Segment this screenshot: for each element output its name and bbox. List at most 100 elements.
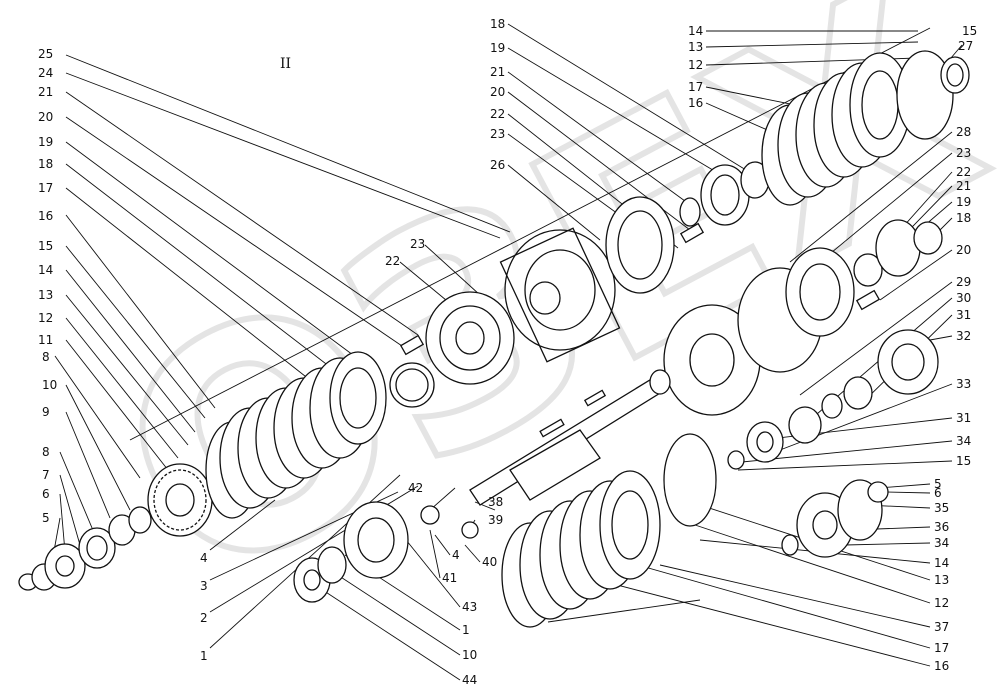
callout-label: 41 [442,571,457,585]
callout-label: 17 [688,80,703,94]
callout-label: 6 [934,486,942,500]
callout-label: 17 [934,641,949,655]
callout-label: 13 [688,40,703,54]
callout-label: 6 [42,487,50,501]
callout-label: 23 [490,127,505,141]
callout-label: 44 [462,673,477,687]
callout-label: 1 [462,623,470,637]
left-clutch-pack [205,291,515,519]
gear-43 [343,501,409,579]
callout-label: 39 [488,513,503,527]
piston-upper [605,196,675,294]
callout-label: 16 [688,96,703,110]
ring-27 [940,56,970,94]
callout-label: 14 [688,24,703,38]
callout-label: 32 [956,329,971,343]
callout-label: 3 [200,579,208,593]
callout-label: 13 [934,573,949,587]
callout-label: 22 [956,165,971,179]
callout-label: 7 [42,468,50,482]
callout-label: 20 [956,243,971,257]
callout-label: 19 [38,135,53,149]
callout-label: 40 [482,555,497,569]
callout-label: 20 [38,110,53,124]
callout-label: 16 [38,209,53,223]
callout-label: 18 [38,157,53,171]
callout-label: 12 [934,596,949,610]
callout-label: 21 [956,179,971,193]
lower-clutch-pack [501,433,717,628]
callout-label: 14 [38,263,53,277]
ring [128,506,152,534]
callout-label: 15 [962,24,977,38]
callout-label: 30 [956,291,971,305]
callout-label: 14 [934,556,949,570]
callout-label: 12 [688,58,703,72]
spring [399,334,425,356]
callout-label: 4 [452,548,460,562]
callout-label: 36 [934,520,949,534]
callout-label: 27 [958,39,973,53]
callout-label: 5 [934,477,942,491]
callout-label: 20 [490,85,505,99]
callout-label: 28 [956,125,971,139]
callout-label: 23 [410,237,425,251]
callout-label: 33 [956,377,971,391]
callout-label: 18 [490,17,505,31]
callout-label: 13 [38,288,53,302]
main-shaft [469,369,671,506]
callout-label: 11 [38,333,53,347]
bearing-outer [78,527,116,569]
callout-label: 42 [408,481,423,495]
callout-label: 24 [38,66,53,80]
bottom-gear-set [293,501,479,603]
gear [147,463,213,537]
callout-label: 16 [934,659,949,673]
left-shaft-assembly [18,463,213,591]
bearing-33 [746,421,784,463]
callout-label: 35 [934,501,949,515]
callout-label: 5 [42,511,50,525]
callout-label: 1 [200,649,208,663]
callout-label: 31 [956,411,971,425]
callout-label: 12 [38,311,53,325]
callout-label: 29 [956,275,971,289]
callout-label: 4 [200,551,208,565]
callout-label: 19 [490,41,505,55]
callout-label: 25 [38,47,53,61]
callout-label: 8 [42,350,50,364]
callout-label: 18 [956,211,971,225]
callout-label: 34 [934,536,949,550]
callout-label: 34 [956,434,971,448]
view-numeral: II [280,56,291,72]
snap-ring-lower [663,433,717,527]
piston [425,291,515,385]
callout-label: 22 [490,107,505,121]
callout-labels: 25 24 21 20 19 18 17 16 15 14 13 12 11 8… [38,17,977,687]
callout-label: 15 [956,454,971,468]
center-drum [499,227,621,363]
lower-right-bearing [781,479,889,558]
callout-label: 43 [462,600,477,614]
callout-label: 31 [956,308,971,322]
callout-label: 21 [490,65,505,79]
callout-label: 37 [934,620,949,634]
callout-label: 17 [38,181,53,195]
snap-ring-upper [896,50,954,140]
callout-label: 26 [490,158,505,172]
callout-label: 15 [38,239,53,253]
upper-middle-parts [605,161,770,294]
callout-label: 10 [42,378,57,392]
callout-label: 38 [488,495,503,509]
callout-label: 10 [462,648,477,662]
upper-right-clutch-pack [761,50,970,206]
right-drum-assembly [663,219,943,470]
gear-32 [877,329,939,395]
callout-label: 19 [956,195,971,209]
callout-label: 22 [385,254,400,268]
callout-label: 9 [42,405,50,419]
callout-label: 8 [42,445,50,459]
bearing [44,543,86,589]
